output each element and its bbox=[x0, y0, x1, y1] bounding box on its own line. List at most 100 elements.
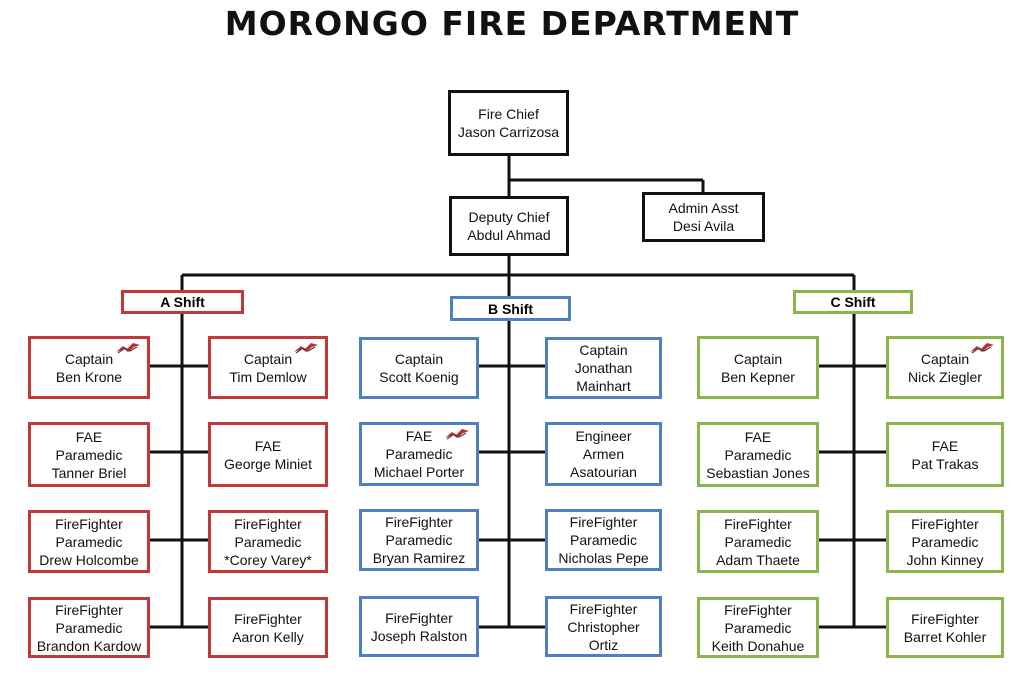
admin-assistant-role: Admin Asst bbox=[668, 200, 739, 216]
member-title: FireFighter bbox=[234, 515, 302, 532]
member-title: FAE bbox=[744, 428, 772, 445]
member-title: FireFighter bbox=[234, 610, 302, 627]
member-title: FireFighter bbox=[55, 515, 123, 532]
member-title: FAE bbox=[254, 437, 282, 454]
member-name: Scott Koenig bbox=[379, 369, 459, 385]
member-name: Barret Kohler bbox=[903, 628, 987, 645]
member-name: Keith Donahue bbox=[711, 637, 805, 654]
member-name: Pat Trakas bbox=[911, 455, 979, 472]
member-title: Paramedic bbox=[385, 532, 453, 548]
member-title: Christopher bbox=[567, 618, 640, 635]
member-title: Engineer bbox=[575, 428, 632, 444]
member-title: Captain bbox=[920, 350, 970, 367]
flame-logo-icon bbox=[970, 343, 994, 354]
member-title: FireFighter bbox=[911, 515, 979, 532]
member-title: Jonathan bbox=[574, 360, 633, 376]
member-title: Paramedic bbox=[911, 533, 979, 550]
member-title: FireFighter bbox=[385, 514, 453, 530]
member-name: Nick Ziegler bbox=[908, 368, 982, 385]
member-name: Tanner Briel bbox=[51, 464, 127, 481]
member-title: Captain bbox=[243, 350, 293, 367]
flame-logo-icon bbox=[116, 343, 140, 354]
member-name: Joseph Ralston bbox=[370, 627, 468, 644]
member-title: Paramedic bbox=[55, 446, 123, 463]
c-shift-header: C Shift bbox=[793, 290, 913, 314]
deputy-chief-name: Abdul Ahmad bbox=[467, 227, 551, 243]
member-name: Ben Krone bbox=[55, 368, 123, 385]
member-title: FireFighter bbox=[724, 601, 792, 618]
a-shift-header: A Shift bbox=[121, 290, 244, 314]
member-name: Michael Porter bbox=[373, 464, 465, 480]
member-name: Bryan Ramirez bbox=[372, 550, 466, 566]
member-name: Ben Kepner bbox=[721, 368, 795, 385]
member-title: FireFighter bbox=[911, 610, 979, 627]
admin-assistant-box: Admin Asst Desi Avila bbox=[642, 192, 765, 242]
b-shift-header: B Shift bbox=[450, 296, 571, 321]
member-title: Paramedic bbox=[724, 619, 792, 636]
member-title: FAE bbox=[931, 437, 959, 454]
flame-logo-icon bbox=[294, 343, 318, 354]
member-title: FAE bbox=[75, 428, 103, 445]
member-title: Captain bbox=[733, 350, 783, 367]
member-name: George Miniet bbox=[224, 455, 312, 472]
deputy-chief-role: Deputy Chief bbox=[468, 209, 550, 225]
member-name: Adam Thaete bbox=[716, 551, 800, 568]
flame-logo-icon bbox=[445, 429, 469, 440]
member-name: Tim Demlow bbox=[229, 368, 307, 385]
member-title: Paramedic bbox=[55, 619, 123, 636]
deputy-chief-box: Deputy Chief Abdul Ahmad bbox=[449, 196, 569, 256]
fire-chief-name: Jason Carrizosa bbox=[457, 124, 560, 140]
member-title: Paramedic bbox=[234, 533, 302, 550]
member-name: John Kinney bbox=[906, 551, 984, 568]
member-name: Brandon Kardow bbox=[36, 637, 142, 654]
fire-chief-box: Fire Chief Jason Carrizosa bbox=[448, 90, 569, 156]
admin-assistant-name: Desi Avila bbox=[672, 218, 735, 234]
member-name: *Corey Varey* bbox=[224, 551, 312, 568]
member-title: FAE bbox=[405, 428, 433, 444]
member-name: Asatourian bbox=[570, 464, 637, 480]
member-title: FireFighter bbox=[569, 600, 638, 617]
member-title: Captain bbox=[394, 351, 444, 367]
member-title: Paramedic bbox=[724, 533, 792, 550]
fire-chief-role: Fire Chief bbox=[478, 106, 539, 122]
member-title: Paramedic bbox=[55, 533, 123, 550]
member-title: Armen bbox=[582, 446, 625, 462]
member-name: Ortiz bbox=[588, 636, 619, 653]
member-title: Paramedic bbox=[570, 532, 637, 548]
member-title: Paramedic bbox=[724, 446, 792, 463]
member-title: FireFighter bbox=[385, 609, 453, 626]
member-title: FireFighter bbox=[569, 514, 638, 530]
member-name: Mainhart bbox=[576, 378, 631, 394]
member-title: FireFighter bbox=[55, 601, 123, 618]
member-name: Nicholas Pepe bbox=[558, 550, 649, 566]
page-title: MORONGO FIRE DEPARTMENT bbox=[224, 4, 800, 43]
member-title: FireFighter bbox=[724, 515, 792, 532]
member-name: Aaron Kelly bbox=[232, 628, 304, 645]
member-name: Sebastian Jones bbox=[706, 464, 810, 481]
member-title: Paramedic bbox=[385, 446, 453, 462]
